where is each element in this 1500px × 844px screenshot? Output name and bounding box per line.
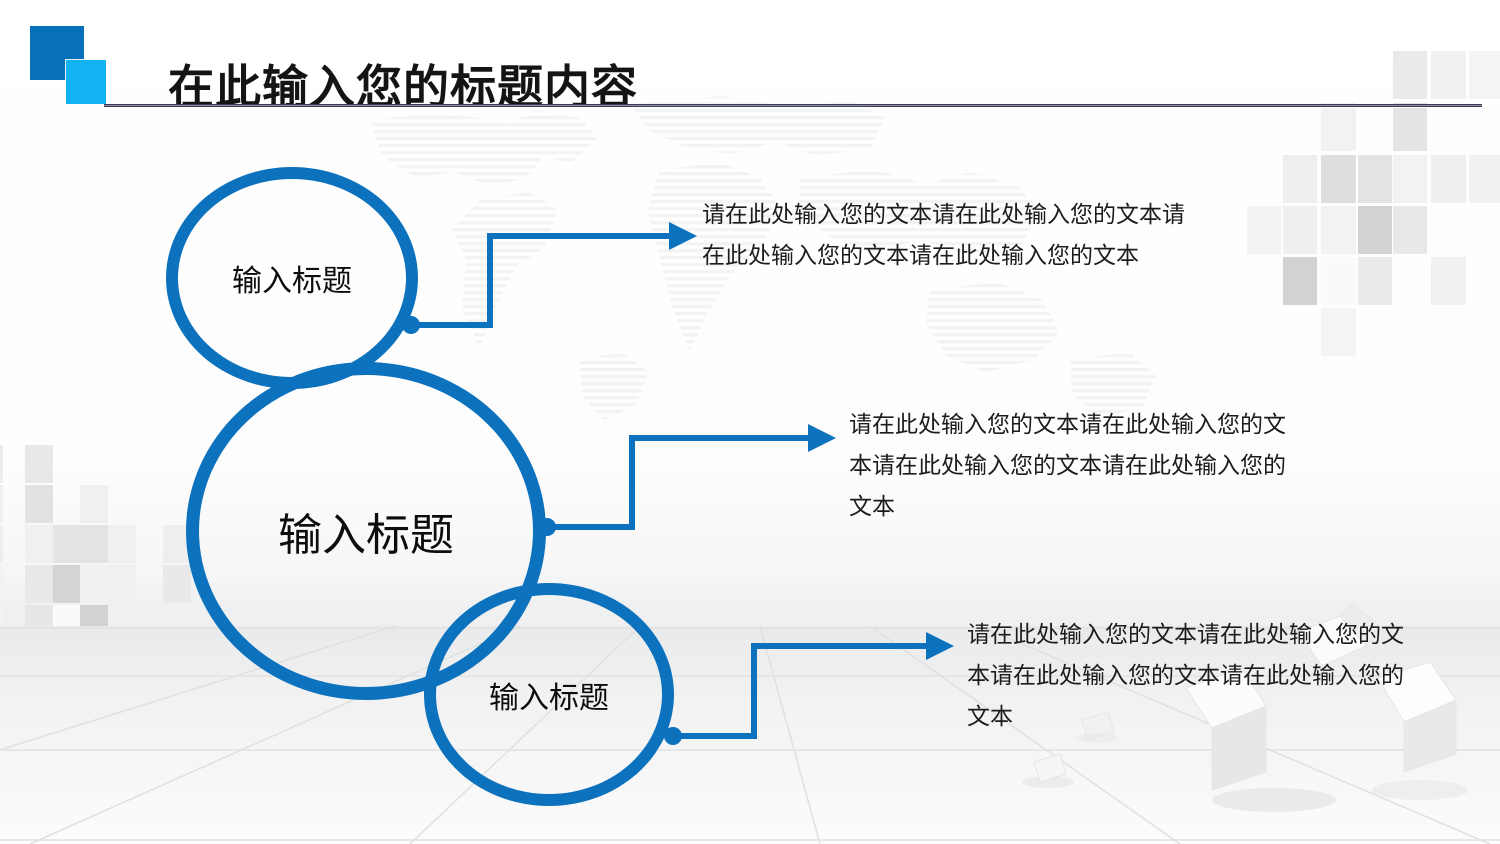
brand-logo (30, 26, 116, 108)
circle-label-item-1: 输入标题 (232, 264, 352, 299)
circle-item-3[interactable]: 输入标题 (424, 583, 674, 806)
body-text-item-2: 请在此处输入您的文本请在此处输入您的文本请在此处输入您的文本请在此处输入您的文本 (849, 412, 1286, 520)
circle-label-item-3: 输入标题 (489, 680, 609, 716)
logo-square-light (66, 60, 106, 104)
body-text-item-3: 请在此处输入您的文本请在此处输入您的文本请在此处输入您的文本请在此处输入您的文本 (967, 622, 1404, 730)
body-text-item-1: 请在此处输入您的文本请在此处输入您的文本请在此处输入您的文本请在此处输入您的文本 (702, 202, 1185, 269)
circle-item-1[interactable]: 输入标题 (166, 167, 418, 389)
mosaic-top-right (1247, 0, 1500, 360)
circle-label-item-2: 输入标题 (278, 510, 454, 561)
title-underline (104, 104, 1482, 108)
